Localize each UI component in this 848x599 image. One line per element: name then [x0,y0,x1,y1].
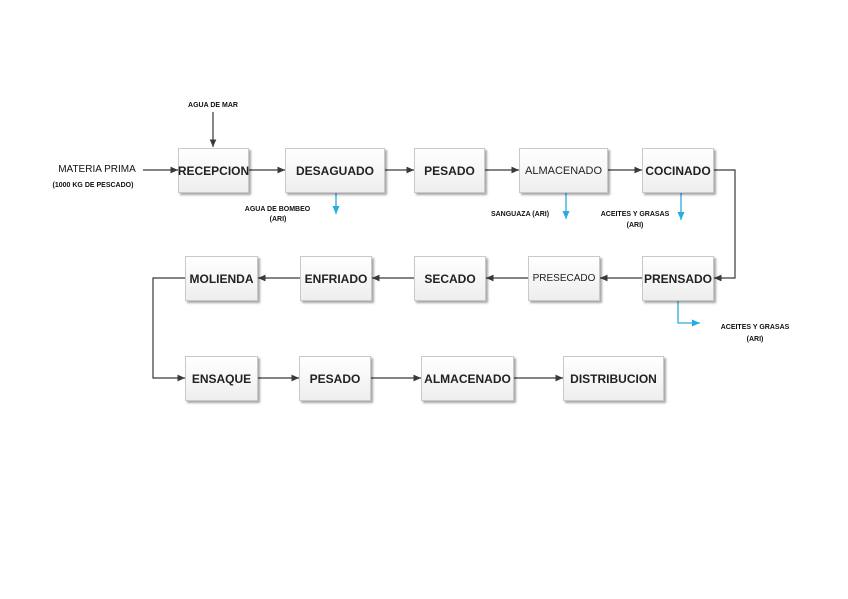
agua-de-bombeo-sub-label: (ARI) [269,216,287,223]
materia-prima-qty-label: (1000 KG DE PESCADO) [52,182,134,189]
step-secado: SECADO [414,256,486,301]
arrow-cocinado-to-prensado [714,169,736,282]
aceites-grasas-label-1: ACEITES Y GRASAS [600,211,670,218]
step-presecado: PRESECADO [528,256,600,301]
step-molienda: MOLIENDA [185,256,258,301]
arrow-molienda-to-ensaque [152,277,185,382]
aceites-grasas-sub-label-1: (ARI) [626,222,644,229]
agua-de-mar-label: AGUA DE MAR [188,102,238,109]
step-almacenado: ALMACENADO [519,148,608,193]
aceites-grasas-sub-label-2: (ARI) [746,336,764,343]
materia-prima-label: MATERIA PRIMA [58,164,136,175]
step-ensaque: ENSAQUE [185,356,258,401]
step-enfriado: ENFRIADO [300,256,372,301]
step-prensado: PRENSADO [642,256,714,301]
step-desaguado: DESAGUADO [285,148,385,193]
aceites-grasas-label-2: ACEITES Y GRASAS [720,324,790,331]
step-recepcion: RECEPCION [178,148,249,193]
agua-de-bombeo-label: AGUA DE BOMBEO [244,206,311,213]
step-almacenado-final: ALMACENADO [421,356,514,401]
step-pesado-final: PESADO [299,356,371,401]
sanguaza-label: SANGUAZA (ARI) [490,211,550,218]
step-cocinado: COCINADO [642,148,714,193]
step-pesado: PESADO [414,148,485,193]
step-distribucion: DISTRIBUCION [563,356,664,401]
output-arrow-aceites-prensado [677,301,700,327]
